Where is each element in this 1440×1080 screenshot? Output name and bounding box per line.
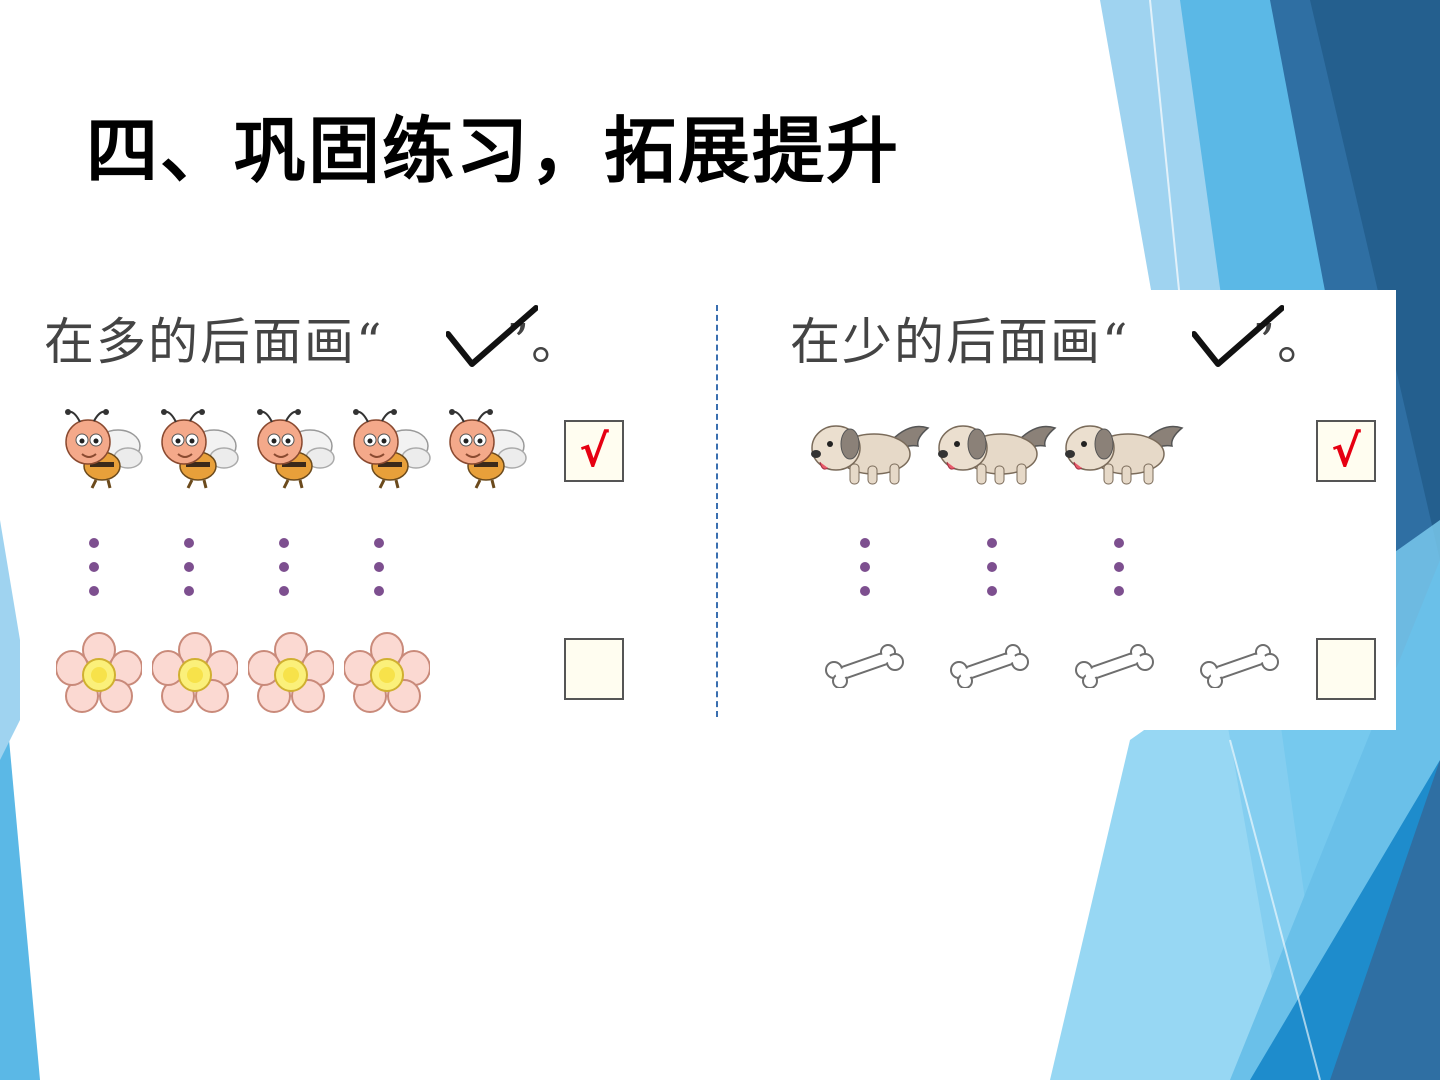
flower-icon — [151, 632, 239, 718]
flower-icon — [247, 632, 335, 718]
dot — [89, 538, 99, 548]
dot — [374, 586, 384, 596]
dot — [279, 538, 289, 548]
right-checkmark-icon — [1192, 305, 1284, 367]
dot — [860, 538, 870, 548]
dot — [860, 586, 870, 596]
bone-icon — [824, 644, 904, 692]
bone-icon — [1199, 644, 1279, 692]
dot — [1114, 562, 1124, 572]
puppy-icon — [806, 414, 932, 492]
left-top-answer-box[interactable]: √ — [564, 420, 624, 482]
right-top-answer-box[interactable]: √ — [1316, 420, 1376, 482]
dot — [89, 562, 99, 572]
left-instruction: 在多的后面画“”。 — [44, 302, 583, 374]
dot — [1114, 586, 1124, 596]
right-bottom-answer-box[interactable] — [1316, 638, 1376, 700]
dot — [89, 586, 99, 596]
bee-icon — [56, 404, 148, 498]
dot — [184, 586, 194, 596]
dot — [374, 538, 384, 548]
bee-icon — [248, 404, 340, 498]
dot — [184, 538, 194, 548]
right-instruction-before: 在少的后面画“ — [790, 313, 1130, 371]
dashed-divider — [716, 305, 718, 717]
dot — [860, 562, 870, 572]
bone-icon — [949, 644, 1029, 692]
dot — [279, 586, 289, 596]
bee-icon — [152, 404, 244, 498]
dot — [987, 538, 997, 548]
bee-icon — [440, 404, 532, 498]
left-bottom-answer-box[interactable] — [564, 638, 624, 700]
right-exercise-panel — [724, 290, 1396, 730]
slide-title: 四、巩固练习，拓展提升 — [86, 109, 901, 193]
bone-icon — [1074, 644, 1154, 692]
left-instruction-before: 在多的后面画“ — [44, 313, 384, 371]
dot — [987, 586, 997, 596]
dot — [374, 562, 384, 572]
dot — [279, 562, 289, 572]
flower-icon — [55, 632, 143, 718]
left-checkmark-icon — [446, 305, 538, 367]
dot — [1114, 538, 1124, 548]
dot — [184, 562, 194, 572]
dot — [987, 562, 997, 572]
bee-icon — [344, 404, 436, 498]
flower-icon — [343, 632, 431, 718]
puppy-icon — [933, 414, 1059, 492]
puppy-icon — [1060, 414, 1186, 492]
